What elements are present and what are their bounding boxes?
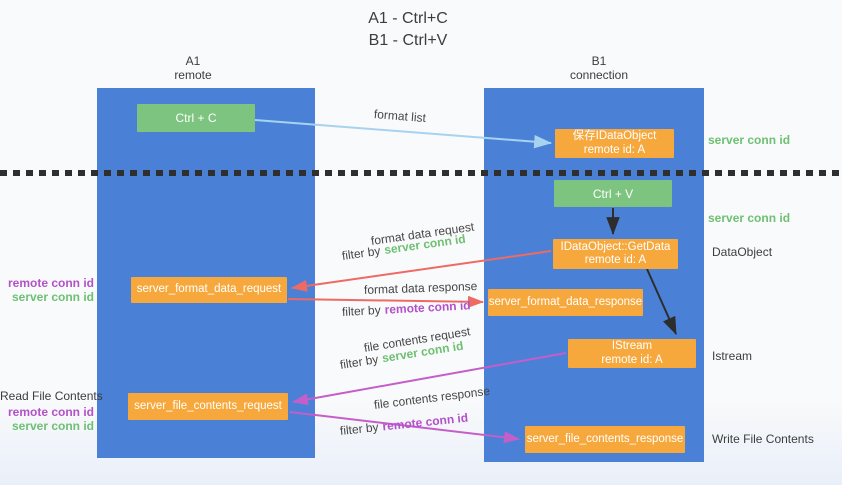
format-list-label: format list <box>373 107 427 126</box>
format-conn-id-labels: remote conn id server conn id <box>0 276 94 304</box>
title-line-2: B1 - Ctrl+V <box>368 32 448 49</box>
server-format-data-response-node: server_format_data_response <box>488 289 643 316</box>
istream-node: IStream remote id: A <box>568 339 696 368</box>
server-file-contents-request-node: server_file_contents_request <box>128 393 288 420</box>
filter-by-text: filter by <box>338 352 380 372</box>
server-conn-id-label-format: server conn id <box>11 290 94 304</box>
column-a-header: A1 remote <box>133 54 253 82</box>
filter-by-text: filter by <box>339 419 380 438</box>
istream-line2: remote id: A <box>601 353 663 366</box>
filter-by-text: filter by <box>341 302 382 319</box>
istream-line1: IStream <box>611 340 653 352</box>
file-conn-id-labels: remote conn id server conn id <box>0 405 94 433</box>
filter-value-remote-conn-id: remote conn id <box>381 410 469 434</box>
column-b-header: B1 connection <box>539 54 659 82</box>
getdata-line2: remote id: A <box>584 254 647 266</box>
read-file-contents-label: Read File Contents <box>0 389 103 403</box>
save-dataobject-line1: 保存IDataObject <box>572 130 657 142</box>
server-format-data-request-node: server_format_data_request <box>131 277 287 303</box>
ctrl-c-node: Ctrl + C <box>137 104 255 132</box>
ctrl-v-node: Ctrl + V <box>554 180 672 207</box>
save-dataobject-node: 保存IDataObject remote id: A <box>555 129 674 158</box>
column-b-name: B1 <box>591 54 607 68</box>
server-file-contents-response-node: server_file_contents_response <box>525 426 685 453</box>
dataobject-label: DataObject <box>712 245 773 259</box>
save-dataobject-line2: remote id: A <box>583 143 646 156</box>
session-divider-dotted-line <box>0 170 842 176</box>
server-conn-id-label-file: server conn id <box>11 419 94 433</box>
column-a-role: remote <box>174 68 212 82</box>
istream-label: Istream <box>712 349 753 363</box>
getdata-line1: IDataObject::GetData <box>560 240 671 253</box>
file-contents-response-label: file contents response <box>373 383 491 412</box>
filter-value-remote-conn-id: remote conn id <box>384 298 471 317</box>
getdata-node: IDataObject::GetData remote id: A <box>553 239 678 269</box>
server-conn-id-label-top: server conn id <box>708 133 791 147</box>
remote-conn-id-label-file: remote conn id <box>7 405 94 419</box>
filter-by-text: filter by <box>341 243 382 263</box>
remote-conn-id-label-format: remote conn id <box>7 276 94 290</box>
column-b-role: connection <box>569 68 629 82</box>
format-data-response-label: format data response <box>363 279 478 297</box>
server-conn-id-label-mid: server conn id <box>708 211 791 225</box>
write-file-contents-label: Write File Contents <box>712 432 814 446</box>
column-a-name: A1 <box>185 54 201 68</box>
title-line-1: A1 - Ctrl+C <box>368 10 448 27</box>
diagram-title: A1 - Ctrl+C B1 - Ctrl+V <box>298 8 518 52</box>
